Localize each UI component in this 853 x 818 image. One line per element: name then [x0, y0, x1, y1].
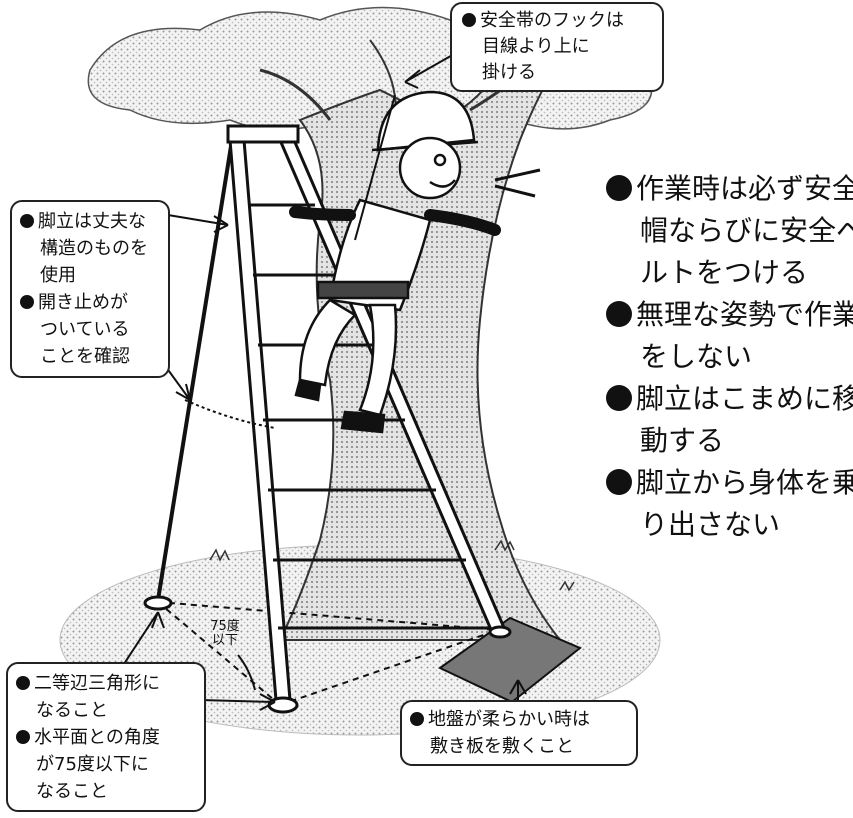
bullet-icon [606, 175, 632, 201]
callout-triangle-line-1: 二等辺三角形に [16, 670, 196, 697]
callout-triangle: 二等辺三角形に なること 水平面との角度 が75度以下に なること [6, 662, 206, 812]
callout-ladder-line-4: 開き止めが [20, 289, 160, 316]
tip-line-9: り出さない [640, 508, 781, 541]
safety-rope [354, 94, 396, 241]
callout-ladder-line-2: 構造のものを [40, 238, 148, 259]
tip-line-8: 脚立から身体を乗 [606, 462, 853, 504]
tip-line-6: 脚立はこまめに移 [606, 378, 853, 420]
bullet-icon [20, 295, 34, 309]
tip-line-1: 作業時は必ず安全 [606, 168, 853, 210]
callout-arrows [119, 44, 527, 711]
callout-triangle-line-3: 水平面との角度 [16, 724, 196, 751]
tip-line-2: 帽ならびに安全ベ [640, 214, 853, 247]
callout-ladder-line-3: 使用 [40, 265, 76, 286]
bullet-icon [606, 301, 632, 327]
base-triangle [157, 601, 499, 706]
callout-ladder-line-5: ついている [40, 319, 130, 340]
bullet-icon [20, 214, 34, 228]
tip-line-3: ルトをつける [640, 256, 809, 289]
base-board [438, 616, 582, 704]
callout-ground-line-1: 地盤が柔らかい時は [410, 706, 628, 733]
bullet-icon [606, 469, 632, 495]
bullet-icon [606, 385, 632, 411]
safety-tips: 作業時は必ず安全 帽ならびに安全ベ ルトをつける 無理な姿勢で作業 をしない 脚… [606, 168, 853, 546]
callout-ground-line-2: 敷き板を敷くこと [430, 736, 574, 757]
bullet-icon [462, 13, 476, 27]
callout-hook-line-1: 安全帯のフックは [462, 8, 652, 34]
bullet-icon [410, 712, 424, 726]
callout-hook-line-3: 掛ける [482, 62, 536, 83]
bullet-icon [16, 730, 30, 744]
callout-hook: 安全帯のフックは 目線より上に 掛ける [450, 2, 664, 92]
tip-line-5: をしない [640, 340, 753, 373]
angle-label: 75度 以下 [202, 620, 248, 648]
angle-value: 75度 [210, 619, 240, 634]
callout-ladder-spec: 脚立は丈夫な 構造のものを 使用 開き止めが ついている ことを確認 [10, 200, 170, 378]
callout-triangle-line-5: なること [36, 781, 108, 802]
callout-triangle-line-2: なること [36, 700, 108, 721]
callout-ground: 地盤が柔らかい時は 敷き板を敷くこと [400, 700, 638, 766]
tip-line-7: 動する [640, 424, 725, 457]
bullet-icon [16, 676, 30, 690]
stepladder [143, 124, 512, 714]
angle-suffix: 以下 [211, 633, 238, 648]
callout-ladder-line-6: ことを確認 [40, 346, 130, 367]
callout-ladder-line-1: 脚立は丈夫な [20, 208, 160, 235]
grass-marks [209, 539, 575, 592]
worker [289, 90, 541, 434]
callout-triangle-line-4: が75度以下に [36, 754, 149, 775]
tip-line-4: 無理な姿勢で作業 [606, 294, 853, 336]
callout-hook-line-2: 目線より上に [482, 36, 590, 57]
